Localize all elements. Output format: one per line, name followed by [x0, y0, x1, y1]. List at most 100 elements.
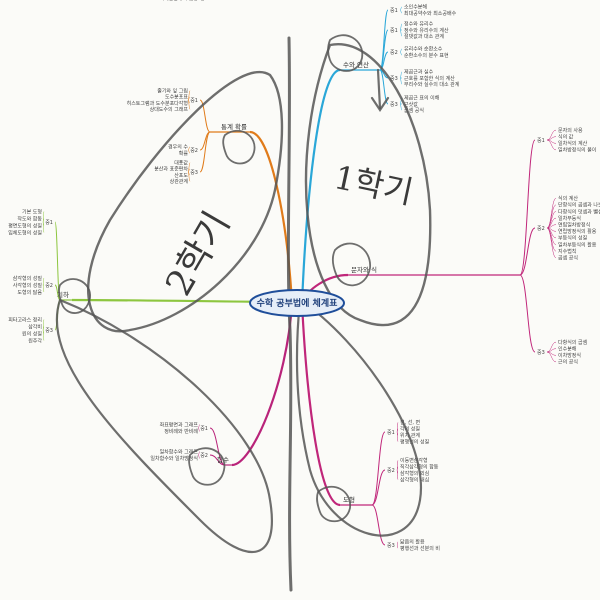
- topic-item[interactable]: 근의 공식: [558, 359, 578, 366]
- hand-circle-unit3: [331, 242, 371, 287]
- topic-item[interactable]: 각의 성질: [400, 426, 420, 433]
- grade-label[interactable]: 중1: [190, 98, 198, 104]
- branch-label-unit2[interactable]: 통계 확률: [221, 122, 247, 131]
- topic-item[interactable]: 식의 값: [558, 134, 574, 141]
- grade-label[interactable]: 중2: [537, 226, 545, 232]
- topic-item[interactable]: 삼각형의 내심: [400, 476, 429, 483]
- topic-item[interactable]: 줄기와 잎 그림: [157, 88, 188, 95]
- topic-item[interactable]: 평면도형의 성질: [8, 222, 42, 229]
- grade-label[interactable]: 중1: [387, 430, 395, 436]
- topic-item[interactable]: 일차방정식의 풀이: [558, 147, 596, 154]
- topic-item[interactable]: 히스토그램과 도수분포다각형: [127, 100, 188, 107]
- topic-item[interactable]: 상대도수의 그래프: [150, 106, 189, 113]
- topic-item[interactable]: 다항식의 곱셈: [558, 339, 588, 346]
- topic-item[interactable]: 정수와 유리수의 계산: [404, 27, 449, 34]
- topic-item[interactable]: 지수법칙: [558, 248, 576, 255]
- item-connector: [396, 541, 399, 546]
- grade-label[interactable]: 중1: [390, 28, 398, 34]
- topic-item[interactable]: 일차부등식: [558, 215, 581, 222]
- grade-label[interactable]: 중2: [45, 283, 53, 289]
- topic-item[interactable]: 분산과 표준편차: [154, 166, 188, 173]
- topic-item[interactable]: 이차함수와 그래프: [160, 0, 199, 2]
- topic-item[interactable]: 근호를 포함한 식의 계산: [404, 75, 455, 82]
- topic-item[interactable]: 곱셈 공식: [404, 107, 424, 114]
- topic-item[interactable]: 입체도형의 성질: [8, 229, 42, 236]
- topic-item[interactable]: 일차함수와 그래프: [160, 448, 199, 455]
- topic-item[interactable]: 인수분해: [558, 346, 577, 353]
- topic-item[interactable]: 이차방정식: [558, 352, 581, 359]
- topic-item[interactable]: 연립일차방정식: [558, 222, 590, 229]
- topic-item[interactable]: 확률: [179, 150, 189, 157]
- topic-item[interactable]: 정수와 유리수: [404, 21, 434, 28]
- topic-item[interactable]: 작도와 합동: [17, 215, 42, 222]
- topic-item[interactable]: 평행선과 선분의 비: [400, 545, 440, 552]
- topic-item[interactable]: 사각형의 성질: [13, 282, 43, 289]
- annotation-first-semester: 1학기: [331, 158, 416, 212]
- topic-item[interactable]: 삼각비: [28, 323, 42, 330]
- topic-item[interactable]: 닮음의 활용: [400, 539, 425, 546]
- topic-item[interactable]: 무리수와 실수의 대소 관계: [404, 81, 460, 88]
- grade-label[interactable]: 중3: [390, 102, 398, 108]
- topic-item[interactable]: 원주각: [28, 337, 42, 344]
- topic-item[interactable]: 근삿값: [404, 101, 418, 108]
- branch-label-unit4[interactable]: 기하: [57, 290, 69, 299]
- topic-item[interactable]: 점, 선, 면: [400, 419, 421, 426]
- topic-item[interactable]: 정비례와 반비례: [164, 428, 198, 435]
- grade-label[interactable]: 중2: [200, 453, 208, 459]
- grade-label[interactable]: 중2: [387, 468, 395, 474]
- topic-item[interactable]: 연립방정식의 활용: [558, 228, 597, 235]
- grade-label[interactable]: 중3: [387, 543, 395, 549]
- topic-item[interactable]: 경우의 수: [168, 144, 188, 151]
- topic-item[interactable]: 도수분포표: [165, 95, 188, 101]
- branch-label-unit3[interactable]: 문자와 식: [351, 265, 377, 274]
- topic-item[interactable]: 일차식의 계산: [558, 140, 588, 147]
- group-connector: [199, 99, 211, 133]
- topic-item[interactable]: 평행선의 성질: [400, 438, 430, 445]
- root-node-bubble[interactable]: [249, 289, 345, 317]
- grade-label[interactable]: 중1: [45, 220, 53, 226]
- branch-line-unit6: [300, 302, 341, 507]
- topic-item[interactable]: 최대공약수와 최소공배수: [404, 10, 457, 17]
- topic-item[interactable]: 부등식의 성질: [558, 235, 588, 242]
- topic-item[interactable]: 문자의 사용: [558, 127, 583, 134]
- topic-item[interactable]: 제곱근과 실수: [404, 69, 434, 76]
- topic-item[interactable]: 대푯값: [174, 160, 188, 167]
- grade-label[interactable]: 중3: [45, 328, 53, 334]
- topic-item[interactable]: 다항식의 덧셈과 뺄셈: [558, 208, 600, 215]
- topic-item[interactable]: 상관관계: [170, 178, 189, 185]
- topic-item[interactable]: 원의 성질: [22, 330, 42, 337]
- topic-item[interactable]: 삼각형의 외심: [400, 470, 429, 477]
- topic-item[interactable]: 소인수분해: [404, 4, 427, 11]
- group-connector: [379, 69, 389, 105]
- topic-item[interactable]: 좌표평면과 그래프: [160, 421, 199, 428]
- grade-label[interactable]: 중2: [390, 50, 398, 56]
- topic-item[interactable]: 기본 도형: [22, 208, 42, 215]
- topic-item[interactable]: 절댓값과 대소 관계: [404, 33, 444, 40]
- grade-label[interactable]: 중3: [537, 350, 545, 356]
- topic-item[interactable]: 단항식의 곱셈과 나눗셈: [558, 202, 600, 209]
- topic-item[interactable]: 제곱근 표의 이해: [404, 95, 440, 102]
- topic-item[interactable]: 피타고라스 정리: [8, 316, 42, 323]
- topic-item[interactable]: 도형의 닮음: [17, 289, 42, 296]
- topic-item[interactable]: 곱셈 공식: [558, 255, 578, 262]
- grade-label[interactable]: 중3: [200, 0, 208, 2]
- topic-item[interactable]: 이등변삼각형: [400, 457, 428, 464]
- grade-label[interactable]: 중1: [537, 138, 545, 144]
- topic-item[interactable]: 순환소수의 분수 표현: [404, 52, 449, 59]
- grade-label[interactable]: 중1: [390, 8, 398, 14]
- topic-item[interactable]: 산포도: [174, 172, 188, 179]
- topic-item[interactable]: 식의 계산: [558, 195, 578, 202]
- topic-item[interactable]: 일차함수와 일차방정식: [150, 455, 198, 462]
- topic-item[interactable]: 삼각형의 성질: [13, 275, 43, 282]
- grade-label[interactable]: 중3: [190, 170, 198, 176]
- topic-item[interactable]: 위치 관계: [400, 432, 420, 439]
- branch-label-unit1[interactable]: 수와 연산: [343, 60, 369, 69]
- topic-item[interactable]: 이차함수의 활용: [164, 0, 198, 2]
- grade-label[interactable]: 중1: [200, 426, 208, 432]
- root-node[interactable]: 수학 공부법에 체계표: [249, 289, 345, 317]
- topic-item[interactable]: 유리수와 순환소수: [404, 46, 443, 53]
- grade-label[interactable]: 중3: [390, 76, 398, 82]
- grade-label[interactable]: 중2: [190, 148, 198, 154]
- topic-item[interactable]: 일차부등식의 활용: [558, 241, 597, 248]
